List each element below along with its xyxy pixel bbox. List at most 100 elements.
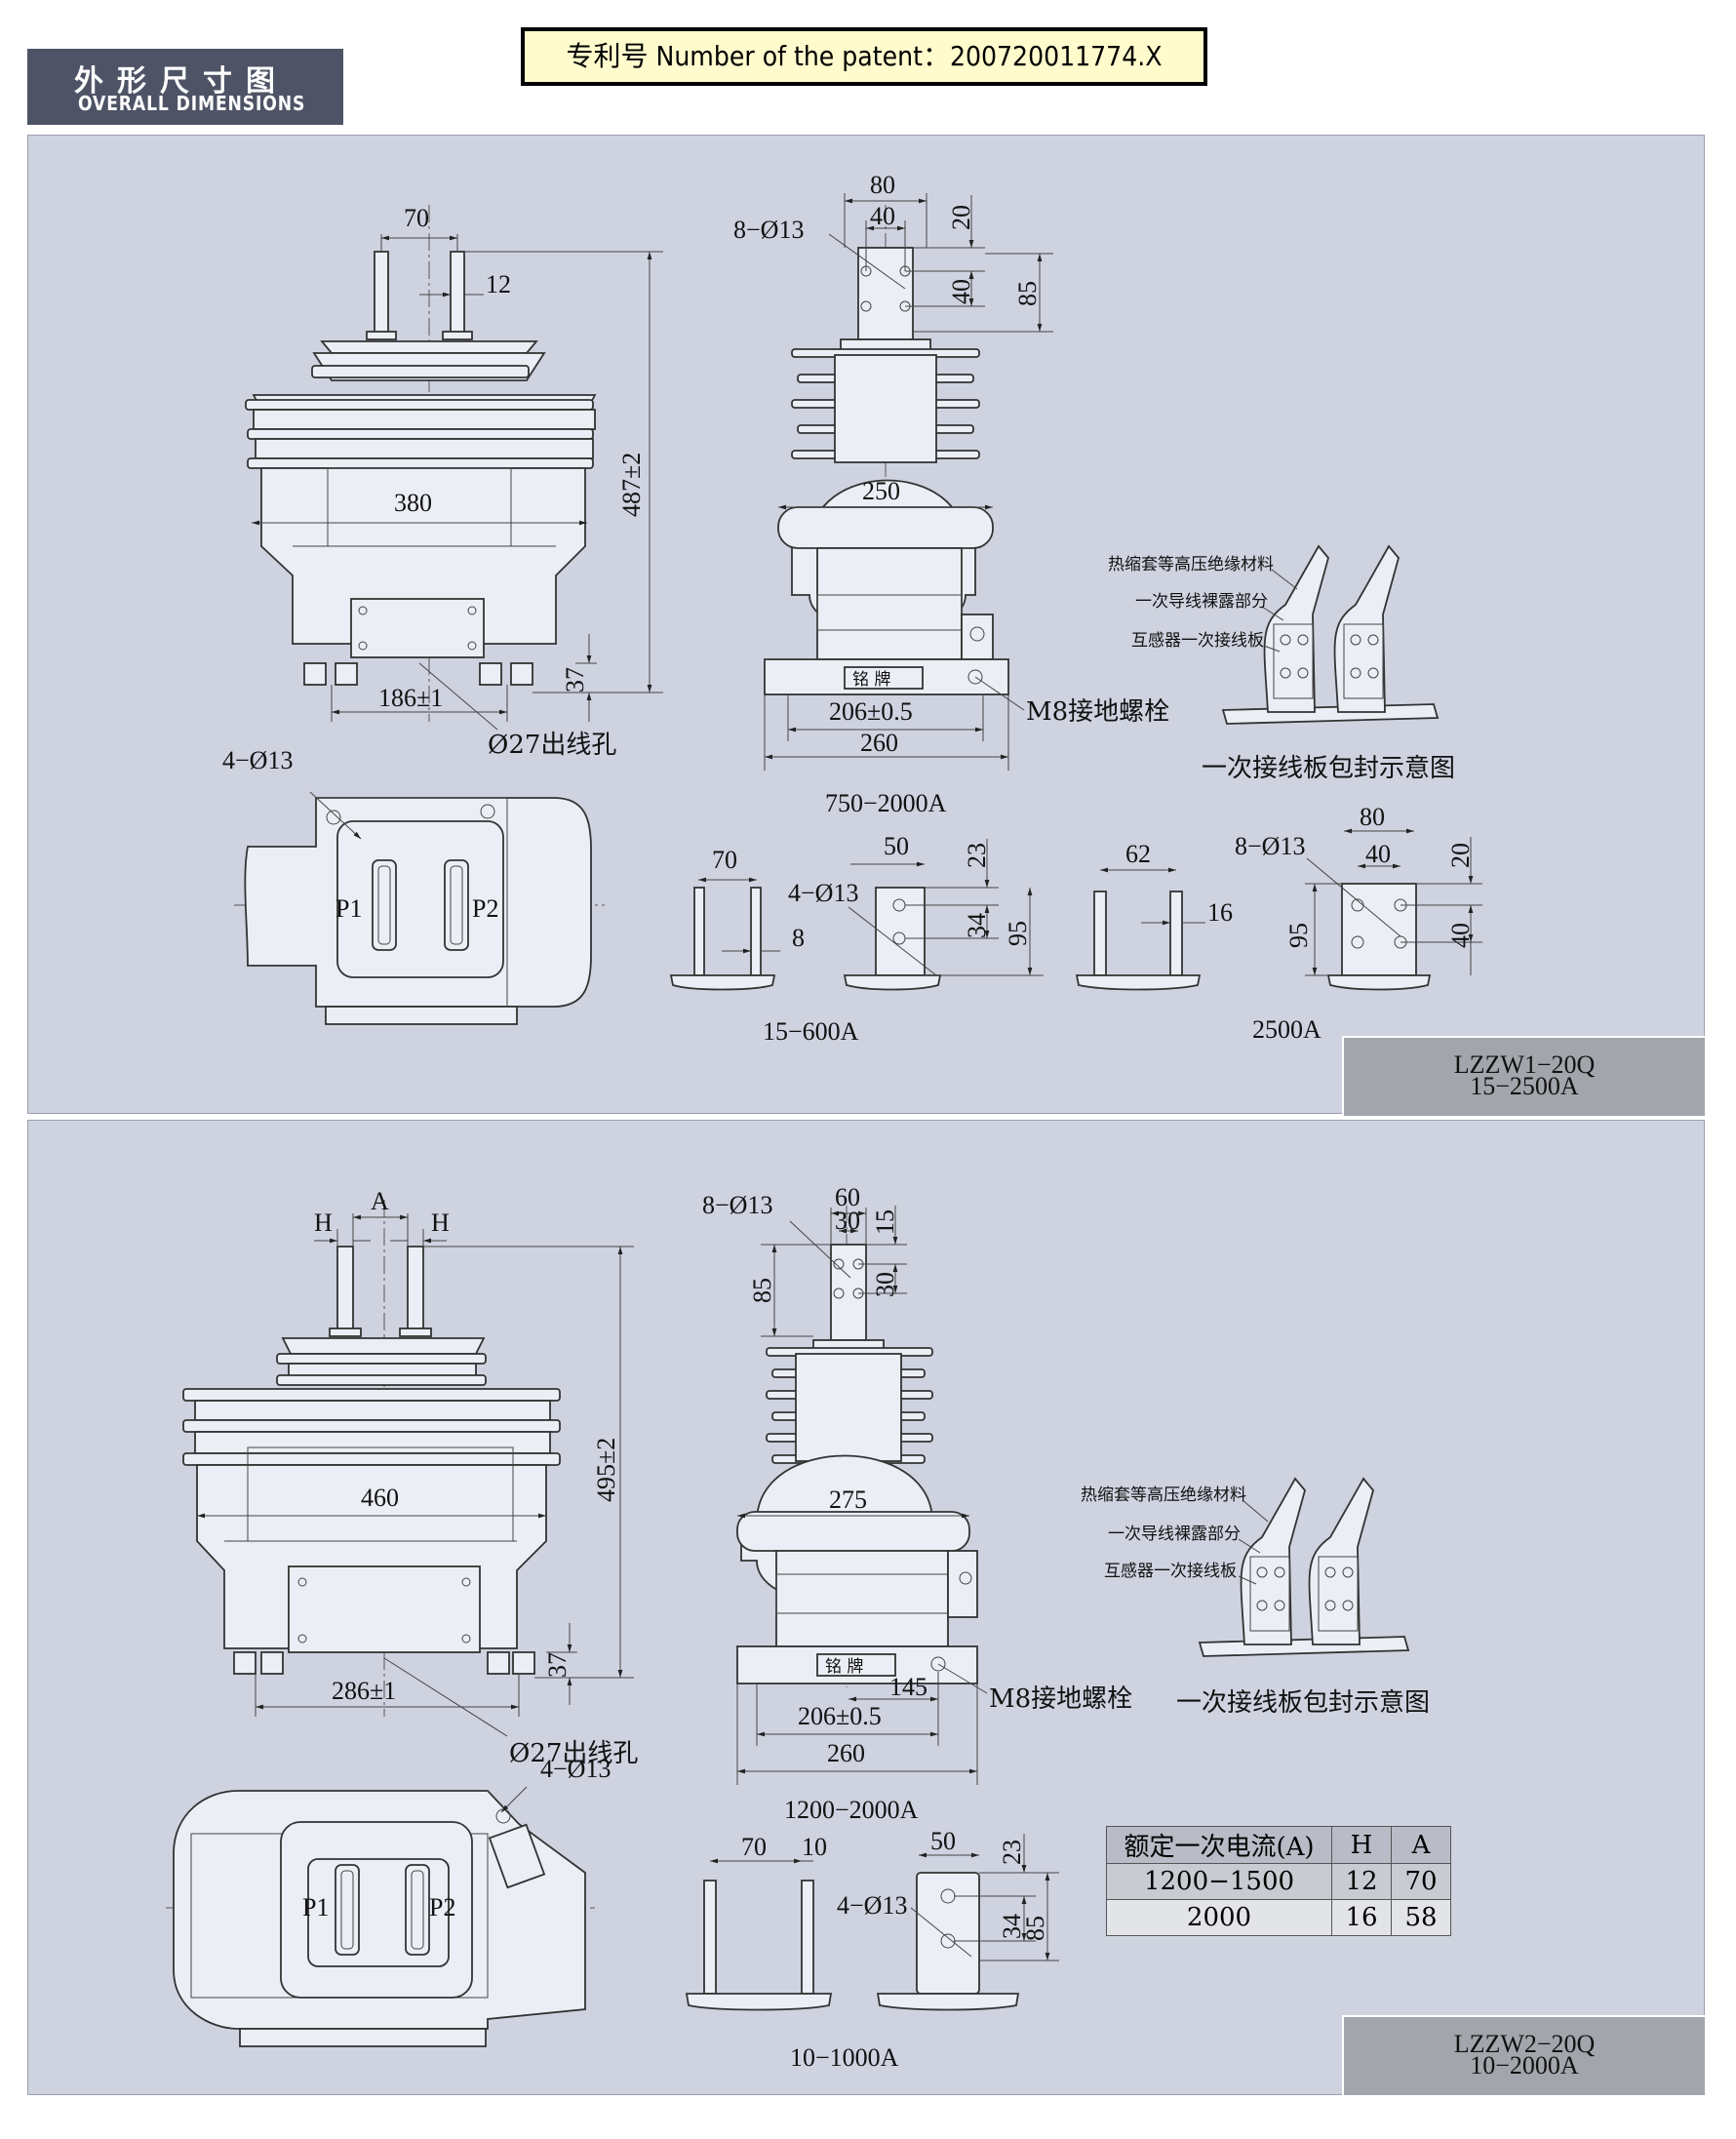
table-cell: 58 xyxy=(1391,1899,1451,1936)
top-variant-600: 70 8 50 23 34 95 4−Ø13 15−600A xyxy=(669,832,1044,1046)
section-title-cn: 外形尺寸图 xyxy=(74,64,289,99)
table-cell: 70 xyxy=(1391,1863,1451,1900)
label-bottom-plate: 互感器一次接线板 xyxy=(1104,1562,1237,1581)
label-top-plate: 互感器一次接线板 xyxy=(1131,631,1264,651)
caption-v1000: 10−1000A xyxy=(790,2043,899,2072)
dim-bside-30b: 30 xyxy=(871,1272,899,1297)
dim-top-186: 186±1 xyxy=(378,684,443,712)
dim-v600-23: 23 xyxy=(963,843,991,868)
label-bottom-exposed: 一次导线裸露部分 xyxy=(1108,1525,1241,1544)
dim-v1000-34: 34 xyxy=(998,1914,1026,1939)
dim-bside-30a: 30 xyxy=(835,1207,860,1235)
label-bside-holes: 8−Ø13 xyxy=(702,1191,772,1219)
dim-side-206: 206±0.5 xyxy=(829,697,913,726)
table-cell: 2000 xyxy=(1106,1899,1332,1936)
dim-side-40b: 40 xyxy=(947,279,975,304)
dim-v2500-62: 62 xyxy=(1125,840,1151,868)
caption-v2500: 2500A xyxy=(1252,1015,1322,1044)
label-bottom-hole: Ø27出线孔 xyxy=(509,1739,638,1768)
dim-v1000-23: 23 xyxy=(998,1840,1026,1865)
dim-side-80: 80 xyxy=(870,171,895,199)
current-table: 额定一次电流(A) H A 1200−1500 12 70 2000 16 58 xyxy=(1106,1826,1451,1936)
dim-v600-8: 8 xyxy=(792,924,805,952)
label-top-plan-holes: 4−Ø13 xyxy=(222,746,293,774)
label-v1000-holes: 4−Ø13 xyxy=(837,1891,907,1920)
table-cell: 16 xyxy=(1331,1899,1392,1936)
model-range: 15−2500A xyxy=(1470,1072,1579,1100)
table-header: H xyxy=(1331,1826,1392,1864)
dim-v2500-16: 16 xyxy=(1207,898,1233,927)
label-top-p2: P2 xyxy=(472,894,498,923)
dim-bottom-H2: H xyxy=(431,1208,450,1237)
label-top-nameplate: 铭 牌 xyxy=(852,670,890,690)
caption-bottom-terminal: 一次接线板包封示意图 xyxy=(1176,1688,1430,1718)
dim-side-85: 85 xyxy=(1013,281,1042,306)
model-name: LZZW1−20Q xyxy=(1453,1050,1596,1079)
dim-side-20: 20 xyxy=(947,205,975,230)
patent-number: 专利号 Number of the patent：200720011774.X xyxy=(521,27,1207,86)
label-side-holes: 8−Ø13 xyxy=(733,216,804,244)
dim-v2500-20: 20 xyxy=(1446,843,1475,868)
dim-side-260: 260 xyxy=(860,729,898,757)
dim-v2500-40b: 40 xyxy=(1446,923,1475,948)
bottom-plan-view: P1 P2 4−Ø13 xyxy=(166,1755,611,2047)
dim-v600-34: 34 xyxy=(963,913,991,938)
dim-bside-275: 275 xyxy=(829,1485,867,1514)
dim-v2500-40a: 40 xyxy=(1365,840,1391,868)
caption-top-range: 750−2000A xyxy=(825,789,947,817)
label-bottom-heatshrink: 热缩套等高压绝缘材料 xyxy=(1081,1485,1246,1505)
dim-bside-60: 60 xyxy=(835,1183,860,1211)
dim-bside-85: 85 xyxy=(748,1278,776,1303)
bottom-front-view: A H H 460 495±2 37 286±1 Ø27出线孔 xyxy=(182,1187,638,1768)
label-bottom-nameplate: 铭 牌 xyxy=(825,1657,863,1677)
section-title: 外形尺寸图 OVERALL DIMENSIONS xyxy=(27,49,343,125)
section-title-en: OVERALL DIMENSIONS xyxy=(78,92,306,115)
model-range: 10−2000A xyxy=(1470,2051,1579,2080)
dim-top-37: 37 xyxy=(561,667,589,693)
label-bottom-ground: M8接地螺栓 xyxy=(989,1684,1132,1714)
label-top-exposed: 一次导线裸露部分 xyxy=(1135,592,1268,612)
model-name: LZZW2−20Q xyxy=(1453,2030,1596,2058)
dim-v600-70: 70 xyxy=(712,846,737,874)
dim-bottom-495: 495±2 xyxy=(592,1438,620,1502)
bottom-side-view: 铭 牌 60 30 15 30 85 8−Ø13 275 145 206±0.5… xyxy=(702,1183,1132,1824)
label-bottom-plan-holes: 4−Ø13 xyxy=(540,1755,611,1783)
label-top-ground: M8接地螺栓 xyxy=(1026,697,1169,727)
dim-v1000-85: 85 xyxy=(1021,1916,1049,1941)
dim-v600-95: 95 xyxy=(1004,921,1032,946)
dim-bottom-286: 286±1 xyxy=(332,1677,396,1705)
label-top-hole: Ø27出线孔 xyxy=(488,731,616,760)
table-row: 2000 16 58 xyxy=(1106,1899,1451,1936)
dim-bside-145: 145 xyxy=(889,1673,927,1701)
dim-bside-15: 15 xyxy=(871,1209,899,1235)
caption-bottom-range: 1200−2000A xyxy=(784,1796,919,1824)
dim-top-70: 70 xyxy=(404,204,429,232)
dim-top-12: 12 xyxy=(486,270,511,298)
dim-bside-260: 260 xyxy=(827,1739,865,1767)
model-box-lzzw1: LZZW1−20Q 15−2500A xyxy=(1342,1036,1705,1116)
dim-v1000-50: 50 xyxy=(930,1827,956,1855)
label-top-heatshrink: 热缩套等高压绝缘材料 xyxy=(1108,555,1274,574)
dim-bottom-460: 460 xyxy=(361,1484,399,1512)
dim-bottom-37: 37 xyxy=(543,1652,572,1678)
table-header: A xyxy=(1391,1826,1451,1864)
dim-side-40a: 40 xyxy=(870,202,895,230)
top-terminal-sketch: 热缩套等高压绝缘材料 一次导线裸露部分 互感器一次接线板 一次接线板包封示意图 xyxy=(1108,544,1455,783)
table-cell: 1200−1500 xyxy=(1106,1863,1332,1900)
dim-v1000-70: 70 xyxy=(741,1833,767,1861)
label-bottom-p2: P2 xyxy=(429,1893,455,1921)
dim-v600-50: 50 xyxy=(884,832,909,860)
label-v2500-holes: 8−Ø13 xyxy=(1235,832,1305,860)
top-front-view: 70 12 380 487±2 37 186±1 Ø27出线孔 xyxy=(245,204,663,760)
dim-v1000-10: 10 xyxy=(802,1833,827,1861)
table-cell: 12 xyxy=(1331,1863,1392,1900)
label-top-p1: P1 xyxy=(335,894,362,923)
top-plan-view: P1 P2 4−Ø13 xyxy=(222,746,605,1025)
model-box-lzzw2: LZZW2−20Q 10−2000A xyxy=(1342,2015,1705,2095)
caption-top-terminal: 一次接线板包封示意图 xyxy=(1202,754,1455,783)
bottom-terminal-sketch: 热缩套等高压绝缘材料 一次导线裸露部分 互感器一次接线板 一次接线板包封示意图 xyxy=(1081,1477,1430,1718)
dim-side-250: 250 xyxy=(862,477,900,505)
dim-top-487: 487±2 xyxy=(617,453,646,517)
table-row: 1200−1500 12 70 xyxy=(1106,1863,1451,1900)
